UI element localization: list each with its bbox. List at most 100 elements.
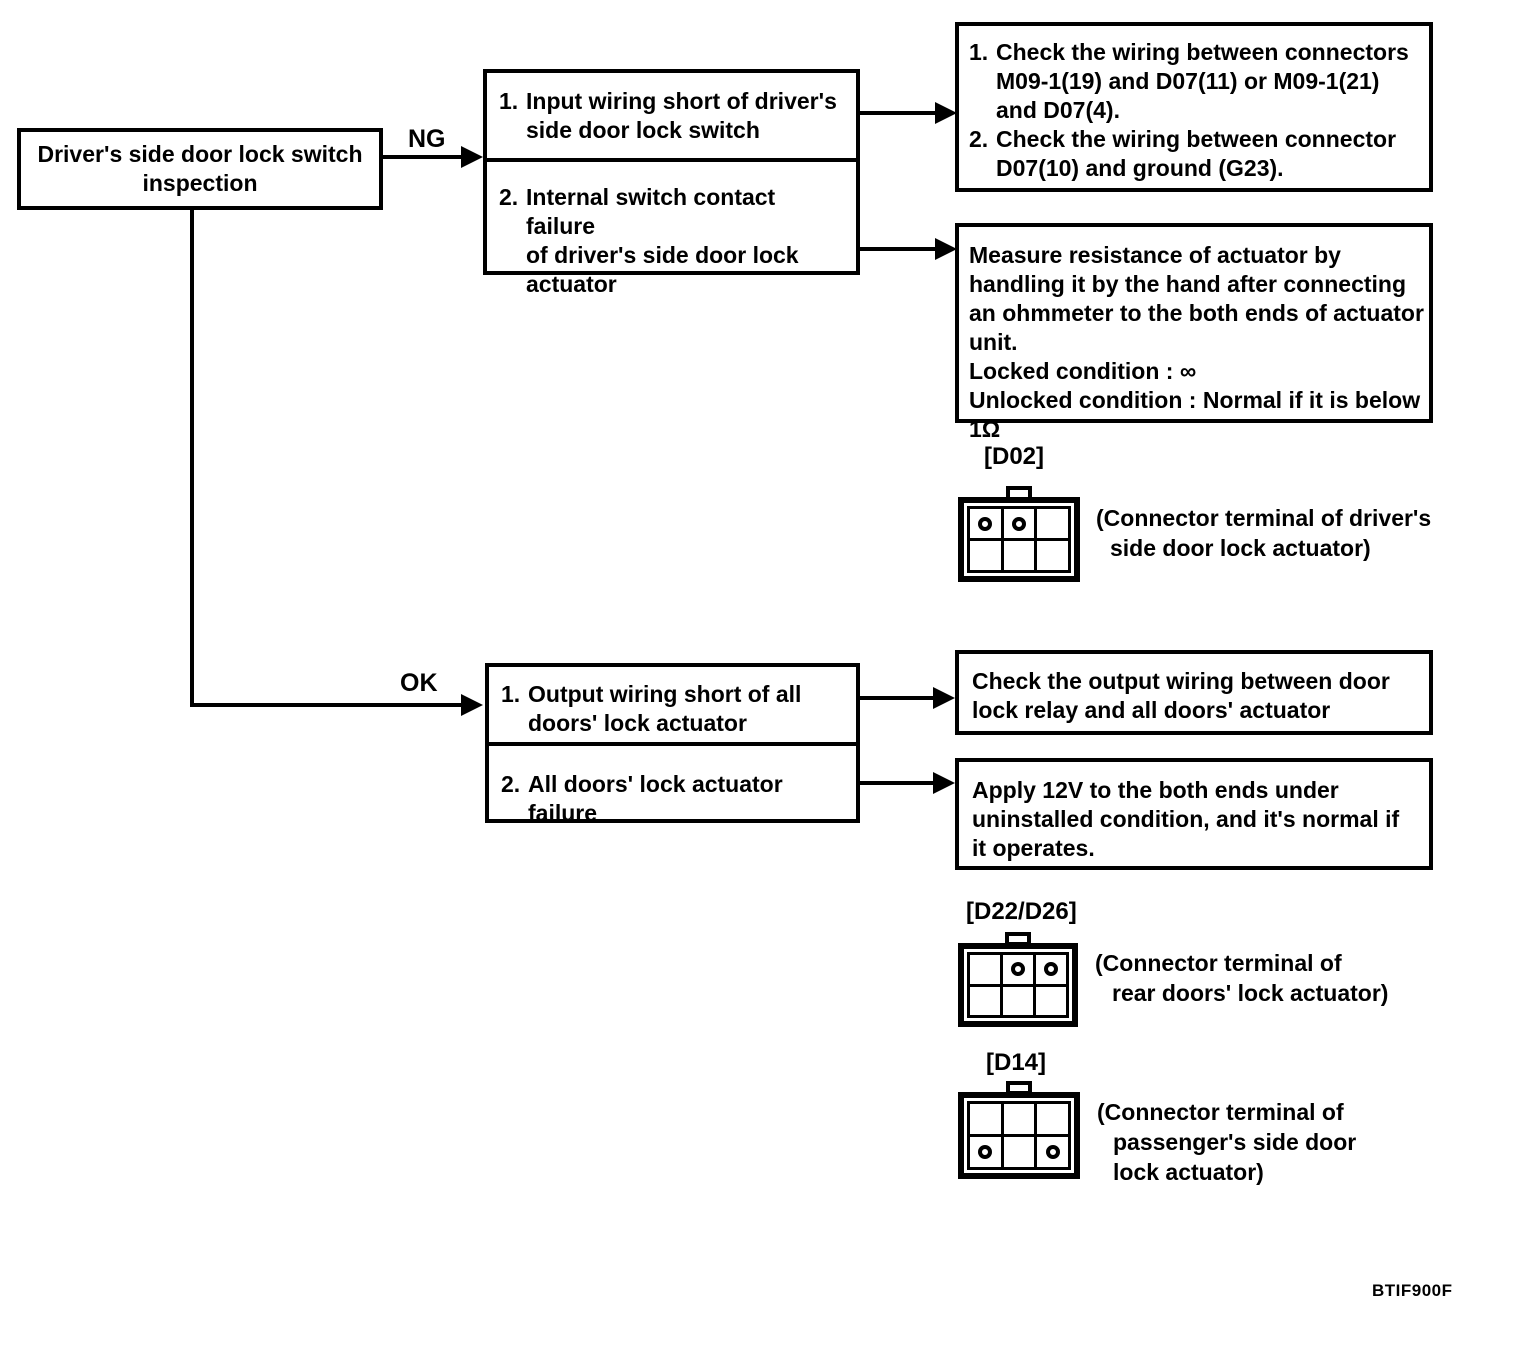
cell-divider xyxy=(489,742,856,746)
ok-branch-label: OK xyxy=(400,669,438,697)
text-line: an ohmmeter to the both ends of actuator xyxy=(969,300,1424,326)
item-number xyxy=(969,154,996,183)
ok-action2-arrow-line xyxy=(858,781,935,785)
terminal-cell xyxy=(970,1104,1001,1134)
item-text: D07(10) and ground (G23). xyxy=(996,155,1284,181)
terminal-cell xyxy=(1003,541,1035,570)
item-number xyxy=(499,270,526,299)
terminal-pin-icon xyxy=(1045,1145,1060,1159)
item-text: M09-1(19) and D07(11) or M09-1(21) xyxy=(996,68,1380,94)
connector-grid xyxy=(967,952,1069,1018)
ok-branch-horizontal-line xyxy=(190,703,463,707)
connector-diagram-d02 xyxy=(958,497,1080,582)
connector-label-d22-d26: [D22/D26] xyxy=(966,898,1077,925)
list-line: M09-1(19) and D07(11) or M09-1(21) xyxy=(969,67,1425,96)
ok-cause-1: 1. Output wiring short of all doors' loc… xyxy=(489,667,856,742)
list-line: side door lock switch xyxy=(499,116,850,145)
item-text: of driver's side door lock xyxy=(526,242,799,268)
caption-line: (Connector terminal of xyxy=(1097,1099,1344,1125)
caption-line: (Connector terminal of xyxy=(1095,950,1342,976)
list-line: of driver's side door lock xyxy=(499,241,850,270)
terminal-cell xyxy=(970,541,1001,570)
terminal-cell xyxy=(1003,986,1033,1015)
connector-caption-d22-d26: (Connector terminal of rear doors' lock … xyxy=(1095,948,1388,1008)
ng-branch-label: NG xyxy=(408,125,446,153)
list-line: and D07(4). xyxy=(969,96,1425,125)
caption-line: lock actuator) xyxy=(1113,1159,1264,1185)
list-line: 1. Check the wiring between connectors xyxy=(969,38,1425,67)
terminal-cell xyxy=(1037,509,1068,538)
item-number xyxy=(499,116,526,145)
item-number: 2. xyxy=(501,771,521,797)
ok-causes-box: 1. Output wiring short of all doors' loc… xyxy=(485,663,860,826)
terminal-cell xyxy=(1036,986,1066,1015)
item-text: Output wiring short of all xyxy=(528,681,802,707)
text-line: Measure resistance of actuator by xyxy=(969,242,1341,268)
ng-action2-arrow-line xyxy=(858,247,937,251)
cell-divider xyxy=(487,158,856,162)
item-number: 1. xyxy=(499,88,519,114)
item-text: actuator xyxy=(526,271,617,297)
connector-grid xyxy=(967,506,1071,573)
item-number: 2. xyxy=(969,126,989,152)
text-line: Unlocked condition : Normal if it is bel… xyxy=(969,387,1421,442)
list-line: D07(10) and ground (G23). xyxy=(969,154,1425,183)
check-wiring-box: 1. Check the wiring between connectors M… xyxy=(955,22,1433,192)
item-number xyxy=(969,67,996,96)
connector-label-d02: [D02] xyxy=(984,443,1045,470)
terminal-cell xyxy=(1037,1104,1068,1134)
ok-cause-2: 2. All doors' lock actuator failure xyxy=(489,746,856,828)
item-number xyxy=(501,709,528,738)
connector-grid xyxy=(967,1101,1071,1170)
terminal-cell xyxy=(1037,1137,1068,1167)
connector-diagram-d14 xyxy=(958,1092,1080,1179)
ng-cause-2: 2. Internal switch contact failure of dr… xyxy=(487,162,856,299)
ng-action2-arrow-head xyxy=(935,238,957,260)
terminal-cell xyxy=(1003,509,1035,538)
terminal-pin-icon xyxy=(978,1145,993,1159)
text-line: Check the output wiring between door xyxy=(972,668,1390,694)
connector-caption-d02: (Connector terminal of driver's side doo… xyxy=(1096,503,1431,563)
text-line: it operates. xyxy=(972,835,1095,861)
ng-arrow-line xyxy=(383,155,463,159)
terminal-pin-icon xyxy=(1011,516,1026,531)
item-number: 1. xyxy=(501,681,521,707)
terminal-pin-icon xyxy=(978,516,993,531)
ng-causes-box: 1. Input wiring short of driver's side d… xyxy=(483,69,860,297)
item-number xyxy=(499,241,526,270)
item-text: Internal switch contact failure xyxy=(526,184,776,239)
item-text: All doors' lock actuator failure xyxy=(528,771,783,826)
check-output-box: Check the output wiring between door loc… xyxy=(955,650,1433,735)
caption-line: rear doors' lock actuator) xyxy=(1112,980,1389,1006)
text-line: Locked condition : ∞ xyxy=(969,358,1197,384)
text-line: uninstalled condition, and it's normal i… xyxy=(972,806,1400,832)
ng-action1-arrow-head xyxy=(935,102,957,124)
terminal-cell xyxy=(970,1137,1001,1167)
start-box-text: Driver's side door lock switch inspectio… xyxy=(37,140,362,198)
item-number xyxy=(969,96,996,125)
ok-branch-vertical-line xyxy=(190,208,194,707)
terminal-cell xyxy=(1037,541,1068,570)
ng-arrow-head xyxy=(461,146,483,168)
ng-action1-arrow-line xyxy=(858,111,937,115)
connector-caption-d14: (Connector terminal of passenger's side … xyxy=(1097,1097,1356,1187)
measure-resistance-box: Measure resistance of actuator by handli… xyxy=(955,223,1433,442)
apply-12v-box: Apply 12V to the both ends under uninsta… xyxy=(955,758,1433,870)
terminal-cell xyxy=(1036,955,1066,984)
text-line: Apply 12V to the both ends under xyxy=(972,777,1339,803)
start-box-line2: inspection xyxy=(142,170,258,196)
connector-label-d14: [D14] xyxy=(986,1049,1047,1076)
ok-action1-arrow-line xyxy=(858,696,935,700)
ok-action2-arrow-head xyxy=(933,772,955,794)
list-line: doors' lock actuator xyxy=(501,709,850,738)
start-box: Driver's side door lock switch inspectio… xyxy=(17,128,383,210)
item-number: 2. xyxy=(499,184,519,210)
list-line: 2. Check the wiring between connector xyxy=(969,125,1425,154)
text-line: lock relay and all doors' actuator xyxy=(972,697,1331,723)
text-line: handling it by the hand after connecting xyxy=(969,271,1407,297)
terminal-cell xyxy=(970,509,1001,538)
caption-line: passenger's side door xyxy=(1113,1129,1357,1155)
list-line: 1. Input wiring short of driver's xyxy=(499,87,850,116)
ok-action1-arrow-head xyxy=(933,687,955,709)
